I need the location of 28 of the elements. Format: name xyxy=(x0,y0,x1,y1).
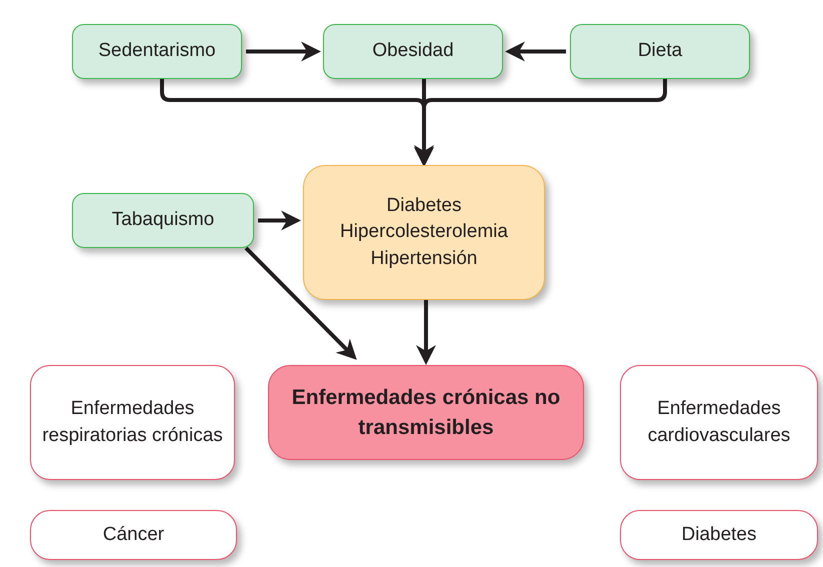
arrow xyxy=(505,42,566,62)
process-box xyxy=(303,165,545,300)
box-label: Obesidad xyxy=(372,39,454,64)
process-box xyxy=(570,24,750,79)
process-box xyxy=(72,193,254,248)
box-label: Enfermedades respiratorias crónicas xyxy=(41,396,224,448)
arrow xyxy=(414,79,667,167)
box-label: Tabaquismo xyxy=(112,208,214,232)
arrow xyxy=(416,300,436,365)
box-label: Enfermedades crónicas no transmisibles xyxy=(290,385,562,440)
box-label: Diabetes xyxy=(682,522,756,547)
arrow xyxy=(258,210,301,230)
box-label: Diabetes xyxy=(386,194,462,218)
process-box xyxy=(323,24,503,79)
process-box xyxy=(72,24,242,79)
box-label: Enfermedades cardiovasculares xyxy=(646,396,792,448)
process-box xyxy=(268,365,584,460)
box-label: Hipertensión xyxy=(370,246,478,271)
arrow xyxy=(246,42,321,62)
process-box xyxy=(620,365,818,480)
process-box xyxy=(30,510,237,560)
box-label: Hipercolesterolemia xyxy=(340,220,508,244)
process-box xyxy=(30,365,235,480)
box-label: Sedentarismo xyxy=(98,39,216,64)
process-box xyxy=(620,510,818,560)
box-label: Dieta xyxy=(638,39,682,64)
box-label: Cáncer xyxy=(102,522,164,547)
arrow xyxy=(244,246,357,360)
